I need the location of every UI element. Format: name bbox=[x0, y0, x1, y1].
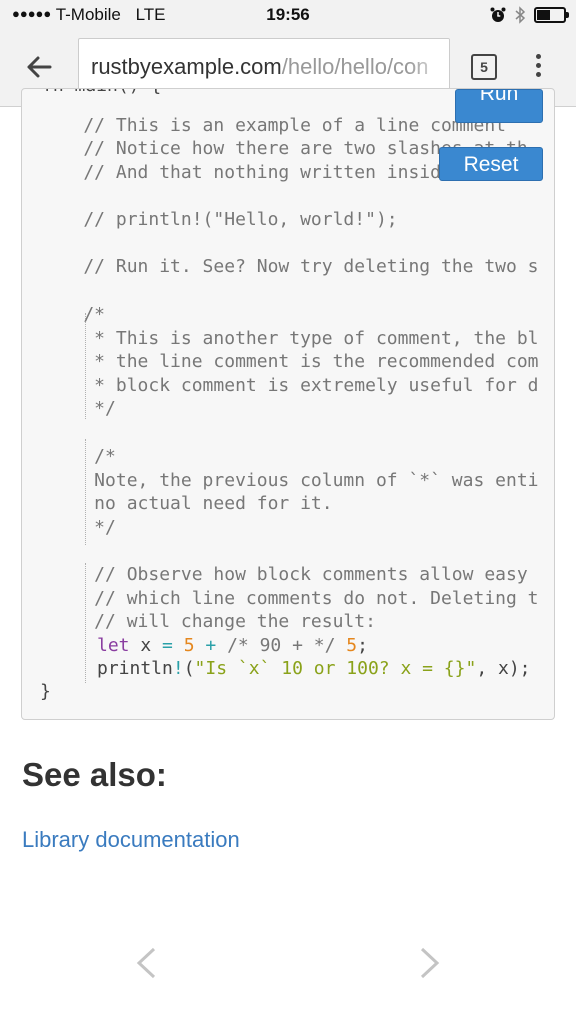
indent-guide bbox=[85, 439, 86, 545]
code-area[interactable]: fn main() { // This is an example of a l… bbox=[22, 89, 554, 719]
paren: ( bbox=[183, 658, 195, 679]
operator: + bbox=[205, 635, 217, 656]
see-also-heading: See also: bbox=[22, 756, 167, 793]
back-arrow-icon[interactable] bbox=[22, 50, 56, 84]
code-line: /* bbox=[40, 446, 116, 467]
run-button[interactable]: Run bbox=[455, 89, 543, 123]
code-line: * block comment is extremely useful for … bbox=[40, 375, 539, 396]
code-line: */ bbox=[40, 517, 116, 538]
library-documentation-link[interactable]: Library documentation bbox=[22, 827, 240, 852]
code-top-fragment: fn main() { bbox=[42, 89, 161, 96]
code-line: /* bbox=[40, 304, 106, 325]
code-line: // println!("Hello, world!"); bbox=[40, 209, 398, 230]
indent-guide bbox=[85, 313, 86, 419]
bluetooth-icon bbox=[515, 6, 526, 24]
indent-guide bbox=[85, 563, 86, 683]
macro-bang: ! bbox=[172, 658, 184, 679]
battery-icon bbox=[534, 7, 569, 23]
network-type: LTE bbox=[135, 5, 166, 24]
alarm-icon bbox=[490, 7, 506, 22]
operator: = bbox=[162, 635, 173, 656]
number: 5 bbox=[346, 635, 358, 656]
code-line-println: println!("Is `x` 10 or 100? x = {}", x); bbox=[97, 657, 531, 681]
code-line: // Notice how there are two slashes at t… bbox=[40, 138, 528, 159]
reset-button[interactable]: Reset bbox=[439, 147, 543, 181]
macro-name: println bbox=[97, 658, 173, 679]
code-line: // And that nothing written inside bbox=[40, 162, 452, 183]
signal-dots: ●●●●● bbox=[12, 6, 52, 21]
code-line: // which line comments do not. Deleting … bbox=[40, 588, 539, 609]
clock: 19:56 bbox=[266, 5, 310, 24]
carrier-name: T-Mobile bbox=[55, 5, 121, 24]
code-line: // This is an example of a line comment bbox=[40, 115, 506, 136]
status-bar: ●●●●● T-Mobile LTE 19:56 bbox=[0, 0, 576, 30]
semicolon: ; bbox=[357, 635, 368, 656]
code-line-let: let x = 5 + /* 90 + */ 5; bbox=[97, 634, 368, 658]
code-line: // will change the result: bbox=[40, 611, 376, 632]
url-path: /hello/hello/con bbox=[281, 54, 429, 79]
url-host: rustbyexample.com bbox=[91, 54, 282, 79]
browser-toolbar: rustbyexample.com/hello/hello/con 5 bbox=[0, 30, 576, 107]
tabs-icon[interactable]: 5 bbox=[471, 54, 497, 80]
code-line: * This is another type of comment, the b… bbox=[40, 328, 539, 349]
reset-label: Reset bbox=[463, 153, 519, 176]
number: 5 bbox=[172, 635, 206, 656]
code-line: * the line comment is the recommended co… bbox=[40, 351, 539, 372]
run-label: Run bbox=[479, 89, 519, 105]
code-line: } bbox=[40, 681, 51, 702]
code-line: // Run it. See? Now try deleting the two… bbox=[40, 256, 539, 277]
identifier: x bbox=[129, 635, 163, 656]
chevron-left-icon[interactable] bbox=[134, 946, 158, 980]
args: , x); bbox=[476, 658, 531, 679]
code-editor[interactable]: fn main() { // This is an example of a l… bbox=[21, 88, 555, 720]
chevron-right-icon[interactable] bbox=[418, 946, 442, 980]
url-bar[interactable]: rustbyexample.com/hello/hello/con bbox=[78, 38, 450, 96]
code-line: // Observe how block comments allow easy bbox=[40, 564, 528, 585]
keyword: let bbox=[97, 635, 130, 656]
code-line: no actual need for it. bbox=[40, 493, 333, 514]
code-line: Note, the previous column of `*` was ent… bbox=[40, 470, 539, 491]
carrier-info: ●●●●● T-Mobile LTE bbox=[12, 5, 166, 25]
code-line: */ bbox=[40, 398, 116, 419]
overflow-menu-icon[interactable] bbox=[534, 54, 544, 82]
string-literal: "Is `x` 10 or 100? x = {}" bbox=[194, 658, 477, 679]
inline-comment: /* 90 + */ bbox=[216, 635, 347, 656]
